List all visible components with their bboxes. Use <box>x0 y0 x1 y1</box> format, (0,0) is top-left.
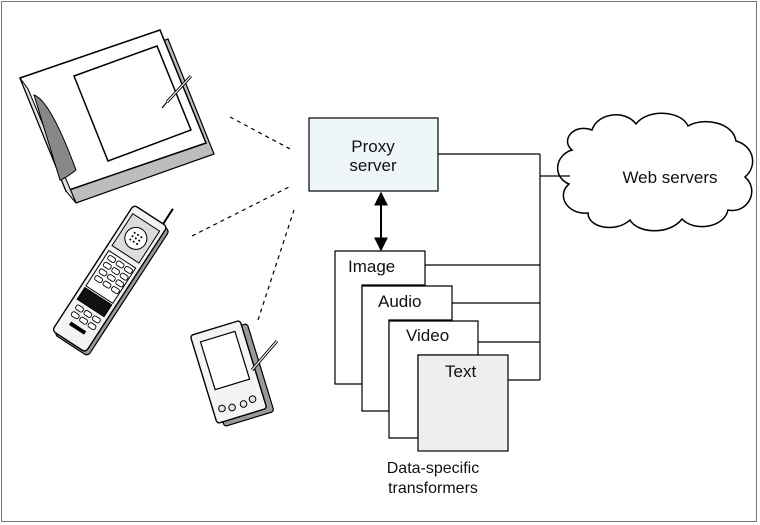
proxy-server-box <box>308 117 439 192</box>
web-servers-label: Web servers <box>622 168 718 187</box>
transformer-video-label: Video <box>406 326 450 345</box>
transformers-caption: Data-specific transformers <box>338 459 528 499</box>
proxy-label-line2: server <box>349 156 397 175</box>
caption-line2: transformers <box>388 480 478 497</box>
web-servers-cloud <box>557 112 754 232</box>
transformer-audio-label: Audio <box>378 292 422 311</box>
connector-lines <box>425 153 570 381</box>
link-phone <box>191 185 292 237</box>
proxy-label-line1: Proxy <box>351 137 395 156</box>
pda-device-icon <box>190 320 274 427</box>
transformer-image-label: Image <box>348 257 396 276</box>
transformer-stack <box>334 250 509 452</box>
link-tablet <box>229 116 293 151</box>
transformer-text-label: Text <box>445 362 477 381</box>
proxy-server-label: Proxy server <box>308 137 438 175</box>
caption-line1: Data-specific <box>386 460 480 477</box>
tablet-device-icon <box>19 29 215 204</box>
link-pda <box>257 209 295 321</box>
mobile-phone-icon <box>52 205 174 356</box>
